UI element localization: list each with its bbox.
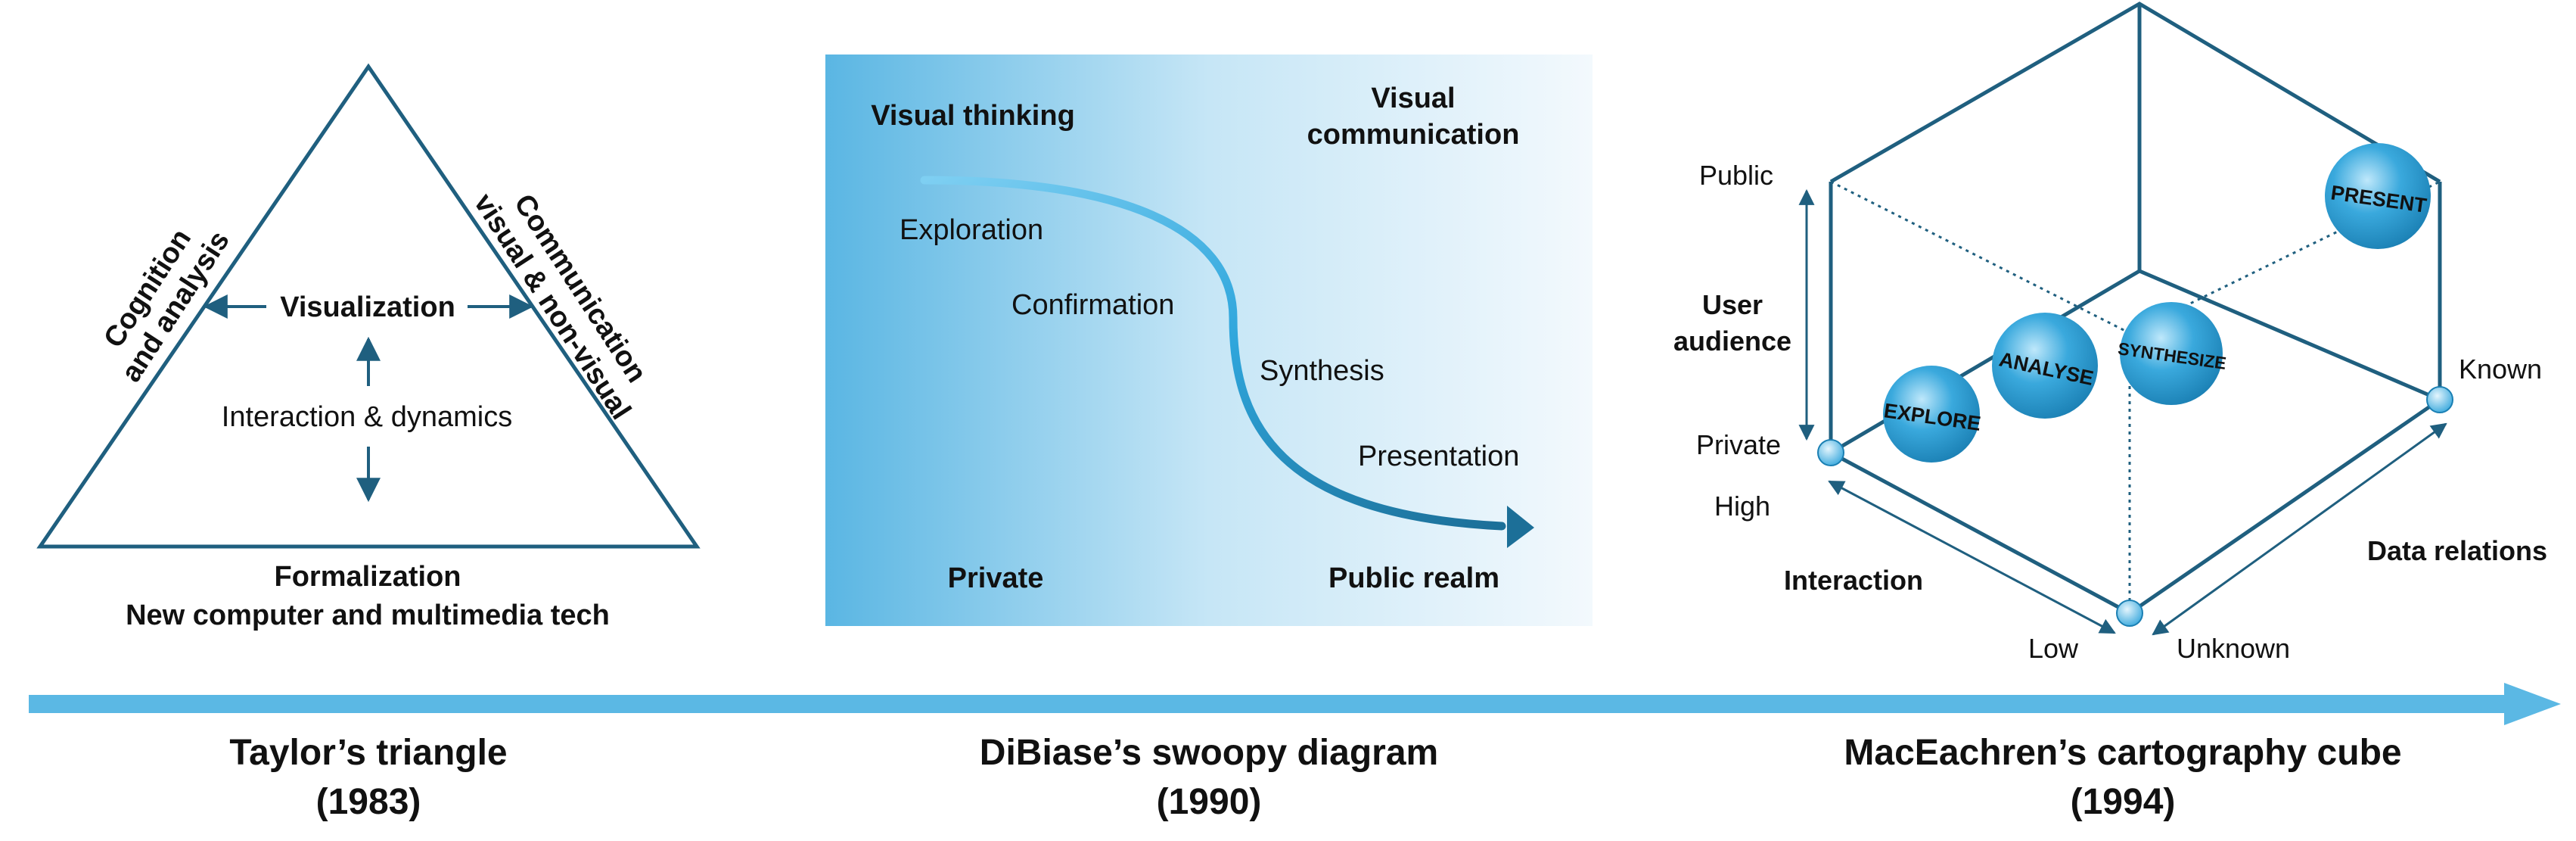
stage-synthesis: Synthesis bbox=[1260, 355, 1384, 387]
interaction-dynamics-label: Interaction & dynamics bbox=[222, 401, 512, 433]
captions: Taylor’s triangle (1983) DiBiase’s swoop… bbox=[229, 733, 2401, 822]
node-low-corner bbox=[2116, 600, 2143, 627]
stage-exploration: Exploration bbox=[900, 214, 1043, 246]
dibiase-caption-year: (1990) bbox=[1157, 782, 1262, 822]
taylor-caption-year: (1983) bbox=[316, 782, 421, 822]
sphere-analyse: ANALYSE bbox=[1992, 313, 2098, 419]
sphere-present: PRESENT bbox=[2325, 143, 2431, 249]
node-private-corner bbox=[1817, 439, 1844, 466]
public-label: Public bbox=[1699, 160, 1773, 191]
timeline-arrowhead bbox=[2504, 683, 2561, 725]
interaction-axis-arrow bbox=[1828, 480, 2116, 634]
swoopy-curve bbox=[920, 176, 1506, 531]
user-audience-line1: User bbox=[1702, 289, 1763, 320]
dibiase-swoopy: Visual thinking Visual communication Exp… bbox=[825, 55, 1593, 626]
maceachren-cube: EXPLORE ANALYSE SYNTHESIZE PRESENT Publi… bbox=[1673, 2, 2547, 664]
visual-thinking-label: Visual thinking bbox=[871, 100, 1075, 132]
public-realm-label: Public realm bbox=[1328, 562, 1499, 594]
stage-confirmation: Confirmation bbox=[1011, 289, 1174, 321]
unknown-label: Unknown bbox=[2177, 633, 2290, 664]
low-label: Low bbox=[2028, 633, 2079, 664]
taylor-caption-title: Taylor’s triangle bbox=[229, 733, 507, 773]
taylor-triangle: Cognition and analysis Communication vis… bbox=[36, 63, 701, 631]
visual-communication-line1: Visual bbox=[1371, 83, 1455, 114]
data-relations-label: Data relations bbox=[2367, 535, 2547, 566]
maceachren-caption-title: MacEachren’s cartography cube bbox=[1844, 733, 2401, 773]
timeline-arrow bbox=[29, 683, 2561, 725]
visualization-label: Visualization bbox=[280, 291, 455, 323]
new-tech-label: New computer and multimedia tech bbox=[126, 600, 610, 631]
formalization-label: Formalization bbox=[274, 561, 461, 593]
swoopy-background bbox=[825, 55, 1593, 626]
timeline-bar bbox=[29, 695, 2512, 713]
node-known-corner bbox=[2426, 386, 2453, 413]
private-label: Private bbox=[948, 562, 1044, 594]
communication-label: Communication visual & non-visual bbox=[468, 188, 653, 425]
data-relations-axis-arrow bbox=[2152, 422, 2447, 636]
cognition-label: Cognition and analysis bbox=[98, 223, 236, 388]
swoopy-arrowhead bbox=[1507, 506, 1534, 548]
interaction-label: Interaction bbox=[1784, 565, 1923, 596]
maceachren-caption-year: (1994) bbox=[2071, 782, 2176, 822]
stage-presentation: Presentation bbox=[1358, 441, 1519, 472]
cube-edges bbox=[1829, 2, 2442, 615]
user-audience-line2: audience bbox=[1673, 325, 1791, 357]
sphere-synthesize: SYNTHESIZE bbox=[2117, 302, 2227, 405]
visual-communication-line2: communication bbox=[1307, 119, 1520, 151]
known-label: Known bbox=[2459, 354, 2542, 385]
high-label: High bbox=[1714, 491, 1770, 522]
sphere-explore: EXPLORE bbox=[1882, 366, 1982, 463]
dibiase-caption-title: DiBiase’s swoopy diagram bbox=[980, 733, 1438, 773]
private-axis-label: Private bbox=[1696, 429, 1781, 460]
